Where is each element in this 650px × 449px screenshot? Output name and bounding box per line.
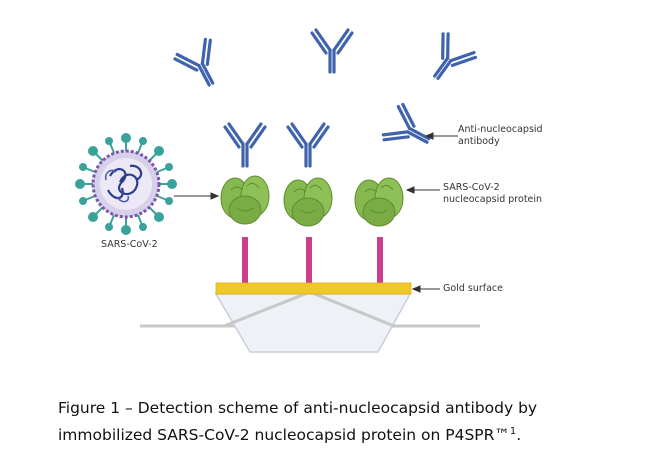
free-antibody-1 (171, 35, 231, 96)
linker-2 (306, 237, 312, 283)
caption-footnote-ref: 1 (509, 426, 517, 437)
caption-period: . (516, 426, 522, 445)
linker-1 (242, 237, 248, 283)
caption-line2-text: immobilized SARS-CoV-2 nucleocapsid prot… (58, 426, 510, 445)
detection-scheme-diagram (75, 28, 480, 353)
nucleocapsid-protein-1 (220, 175, 270, 225)
figure-caption: Figure 1 – Detection scheme of anti-nucl… (58, 396, 638, 447)
free-antibody-2 (310, 28, 354, 74)
antibody-label: Anti-nucleocapsid antibody (458, 124, 543, 148)
antibody-label-line2: antibody (458, 136, 500, 147)
protein-label-line2: nucleocapsid protein (443, 194, 543, 205)
bound-antibody-2 (286, 122, 330, 168)
nucleocapsid-protein-2 (283, 177, 333, 227)
bound-antibody-1 (223, 122, 267, 168)
gold-surface (215, 282, 412, 295)
antibody-label-line1: Anti-nucleocapsid (458, 124, 543, 135)
free-antibody-4 (379, 101, 439, 160)
gold-surface-label: Gold surface (443, 283, 503, 294)
sars-cov-2-virus (75, 133, 177, 235)
protein-label-line1: SARS-CoV-2 (443, 182, 500, 193)
caption-line2: immobilized SARS-CoV-2 nucleocapsid prot… (58, 420, 638, 447)
prism (214, 293, 412, 353)
caption-line1: Figure 1 – Detection scheme of anti-nucl… (58, 399, 538, 417)
protein-label: SARS-CoV-2 nucleocapsid protein (443, 182, 542, 206)
free-antibody-3 (418, 29, 479, 91)
nucleocapsid-protein-3 (354, 177, 404, 227)
linker-3 (377, 237, 383, 283)
virus-label: SARS-CoV-2 (101, 239, 158, 250)
